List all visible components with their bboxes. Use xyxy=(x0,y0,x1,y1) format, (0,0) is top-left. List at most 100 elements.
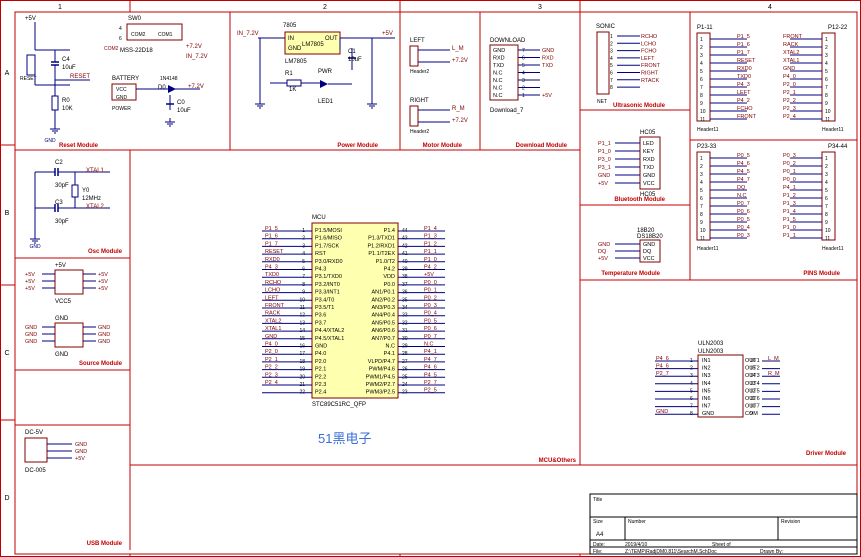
dl-net: +5V xyxy=(542,93,552,99)
header-num: 7 xyxy=(700,204,703,210)
us-pin: 6 xyxy=(610,71,613,77)
mcu-left-net: P1_6 xyxy=(265,234,278,240)
dl-num: 2 xyxy=(522,86,525,92)
com2-net: COM2 xyxy=(104,46,119,52)
t-net: GND xyxy=(598,242,610,248)
bt-pin: TXD xyxy=(643,165,654,171)
drv-lnet: P4_6 xyxy=(656,356,669,362)
mcu-left-pin: P2.3 xyxy=(315,382,326,388)
drv-rnum: 12 xyxy=(750,388,756,394)
mcu-left-pin: P2.0 xyxy=(315,359,326,365)
header-net: GND xyxy=(783,66,795,72)
header-num: 8 xyxy=(825,93,828,99)
mcu-right-pin: AN6/P0.6 xyxy=(371,328,395,334)
c3: C3 xyxy=(55,200,63,206)
mcu-left-pin: P1.6/MISO xyxy=(315,236,343,242)
drv-lnet: GND xyxy=(656,409,668,415)
usb-ref: DC-5V xyxy=(25,430,43,436)
reg-gnd: GND xyxy=(288,46,302,52)
pwr: PWR xyxy=(318,69,333,75)
t-pin: GND xyxy=(643,242,655,248)
header-num: 3 xyxy=(700,53,703,59)
us-pin: 4 xyxy=(610,56,613,62)
vcc-header xyxy=(54,269,84,295)
switch-label: RESET xyxy=(20,76,37,82)
c-val: 30pF xyxy=(55,219,69,225)
header-num: 3 xyxy=(825,172,828,178)
header-num: 1 xyxy=(700,37,703,43)
mcu-right-pin: P4.1 xyxy=(384,351,395,357)
drv-lpin: IN5 xyxy=(702,388,711,394)
hdr: Header2 xyxy=(410,129,429,135)
mcu-left-net: P2_3 xyxy=(265,372,278,378)
mcu-right-net: P2_5 xyxy=(424,388,437,394)
bt-body xyxy=(639,136,661,190)
mcu-left-net: XTAL2 xyxy=(265,318,281,324)
header-net: P4_5 xyxy=(737,169,750,175)
header-net: P1_4 xyxy=(783,209,796,215)
us-pin: 8 xyxy=(610,85,613,91)
dl-pin: GND xyxy=(493,48,505,54)
mcu-left-net: GND xyxy=(265,334,277,340)
drv-rnet: L_M xyxy=(768,356,779,362)
tb-title: Title xyxy=(593,497,602,503)
module-title: PINS Module xyxy=(803,271,840,277)
diode-ref: D0 xyxy=(158,85,166,91)
switch-body xyxy=(126,23,183,41)
header-num: 7 xyxy=(700,85,703,91)
battery-body xyxy=(111,83,137,101)
drv-rnet: R_M xyxy=(768,371,780,377)
gnd-out: GND xyxy=(98,339,110,345)
drv-lpin: IN3 xyxy=(702,373,711,379)
vcc-out: +5V xyxy=(98,279,108,285)
row-label: B xyxy=(5,210,10,217)
us-body xyxy=(596,31,610,95)
gnd-header xyxy=(54,322,84,348)
t-title: DS18B20 xyxy=(637,234,663,240)
header-body xyxy=(696,151,711,241)
mcu-right-net: P4_6 xyxy=(424,365,437,371)
dl-pin: N.C xyxy=(493,86,503,92)
header-num: 10 xyxy=(825,228,831,234)
c0: C0 xyxy=(177,100,185,106)
header-ref: P1-11 xyxy=(697,25,713,31)
reg-part2: LM7805 xyxy=(285,59,307,65)
header-ref: P12-22 xyxy=(828,25,848,31)
header-num: 9 xyxy=(700,101,703,107)
mcu-left-pin: P1.7/SCK xyxy=(315,243,339,249)
drv-lpin: GND xyxy=(702,411,714,417)
drv-rnum: 10 xyxy=(750,404,756,410)
cap-ref: C4 xyxy=(62,57,70,63)
header-part: Header11 xyxy=(697,246,719,252)
vcc-pin: +5V xyxy=(25,286,35,292)
header-part: Header11 xyxy=(822,246,844,252)
dl-net: TXD xyxy=(542,63,553,69)
res-val: 10K xyxy=(62,106,73,112)
drv-rnum: 9 xyxy=(750,411,753,417)
us-net: FCHO xyxy=(641,49,657,55)
us-pin: 1 xyxy=(610,34,613,40)
dl-num: 3 xyxy=(522,78,525,84)
mcu-right-net: P4_5 xyxy=(424,372,437,378)
header-net: P2_2 xyxy=(783,98,796,104)
header-net: RESET xyxy=(737,58,756,64)
mcu-left-pin: P3.5/T1 xyxy=(315,305,334,311)
watermark: 51黑电子 xyxy=(318,431,371,446)
header-net: P0_3 xyxy=(737,233,750,239)
t-pin: VCC xyxy=(643,256,655,262)
mcu-right-net: P2_7 xyxy=(424,380,437,386)
mcu-left-net: P2_2 xyxy=(265,365,278,371)
header-num: 8 xyxy=(700,212,703,218)
tb-sheet: Sheet of xyxy=(712,542,731,548)
resistor xyxy=(51,95,59,111)
vcc-out: +5V xyxy=(98,272,108,278)
drv-lpin: IN7 xyxy=(702,404,711,410)
title-frame xyxy=(589,493,858,555)
dl-num: 4 xyxy=(522,71,525,77)
drv-rpin: OUT4 xyxy=(745,381,760,387)
vcc-pin: +5V xyxy=(25,279,35,285)
header-num: 10 xyxy=(825,109,831,115)
